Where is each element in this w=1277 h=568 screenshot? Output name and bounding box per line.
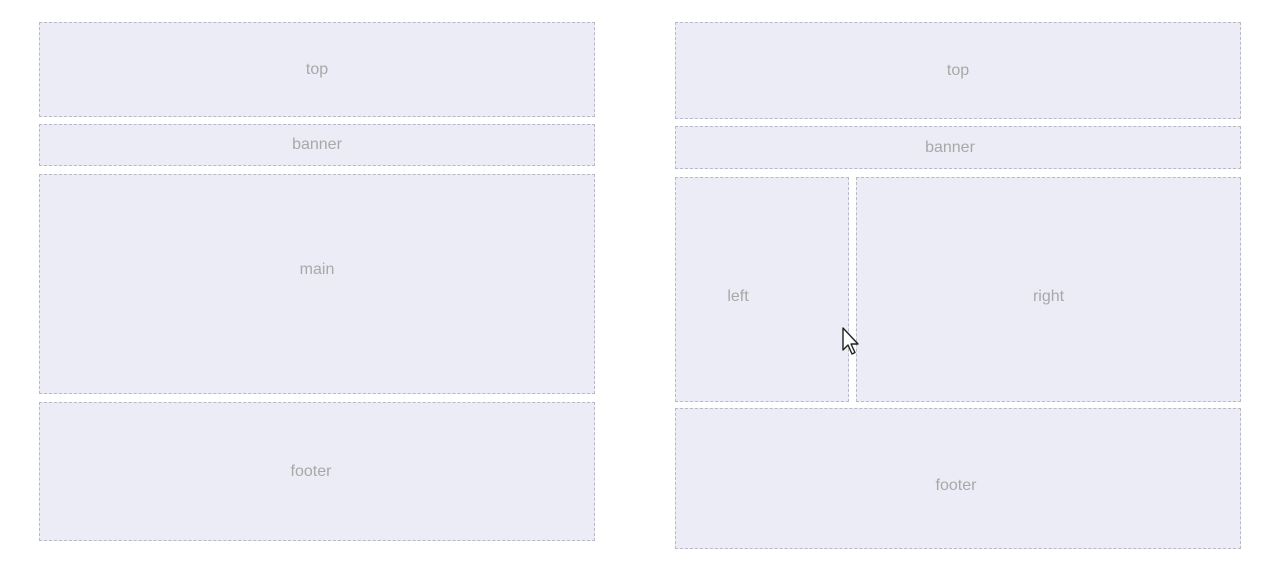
top-label: top xyxy=(946,61,970,79)
right-label: right xyxy=(1032,287,1065,305)
footer-label: footer xyxy=(935,476,977,494)
banner-label: banner xyxy=(925,138,975,156)
banner-region: banner xyxy=(675,126,1241,169)
banner-label: banner xyxy=(292,136,342,153)
main-label: main xyxy=(299,261,335,278)
left-label: left xyxy=(727,287,749,305)
banner-region: banner xyxy=(39,124,595,166)
footer-region: footer xyxy=(675,408,1241,549)
footer-region: footer xyxy=(39,402,595,541)
top-region: top xyxy=(675,22,1241,119)
footer-label: footer xyxy=(290,462,332,480)
mouse-pointer-icon xyxy=(842,327,859,355)
right-region: right xyxy=(856,177,1241,402)
left-region: left xyxy=(675,177,849,402)
main-region: main xyxy=(39,174,595,394)
top-region: top xyxy=(39,22,595,117)
top-label: top xyxy=(305,60,329,78)
